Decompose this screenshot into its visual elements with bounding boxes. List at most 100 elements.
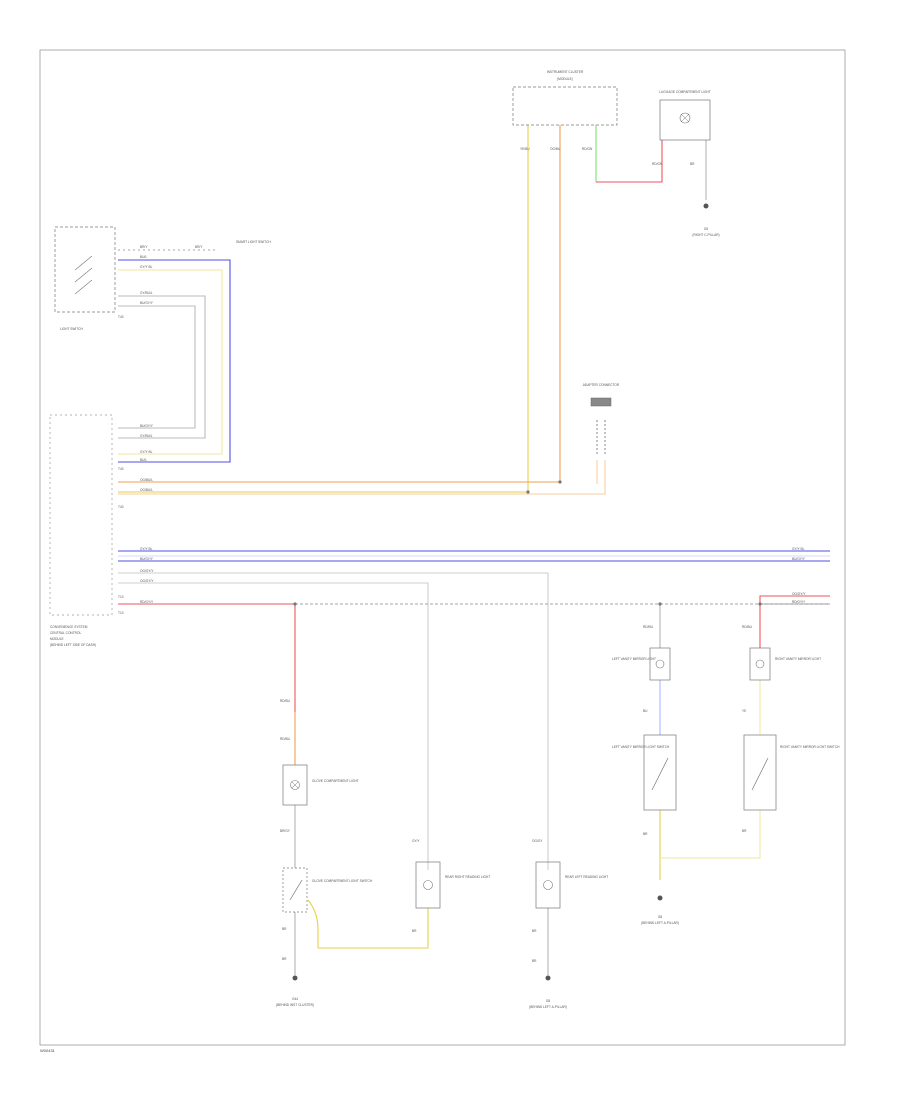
- wire-code-cg4: BU/L: [140, 458, 147, 462]
- splice-4: [658, 602, 662, 606]
- wire-light-orange-conn: [118, 460, 606, 495]
- wire-gray-rr: [118, 572, 549, 870]
- wire-code-rl3: BR: [532, 959, 537, 963]
- right-vanity-light: RD/BU RIGHT VANITY MIRROR LIGHT YE: [742, 625, 821, 713]
- wire-code-cg10: OG/GY/Y: [140, 579, 154, 583]
- right-vanity-light-label: RIGHT VANITY MIRROR LIGHT: [775, 657, 821, 661]
- rear-left-lamp: OG/GY REAR LEFT READING LIGHT BR BR: [532, 839, 608, 963]
- wire-red-luggage: [596, 140, 663, 183]
- light-switch: LIGHT SWITCH T40 BR/Y BR/Y SMART LIGHT S…: [54, 226, 271, 331]
- pin-p4: T10: [118, 595, 124, 599]
- adapter-connector-body: [590, 397, 612, 407]
- pin-p2: T40: [118, 467, 124, 471]
- wire-code-cg5: OG/BU/L: [140, 478, 153, 482]
- left-vanity-light: RD/BU LEFT VANITY MIRROR LIGHT BU: [612, 625, 671, 713]
- right-vanity-switch: RIGHT VANITY MIRROR LIGHT SWITCH BR: [742, 734, 840, 833]
- lamp-icon-glove: [290, 780, 300, 790]
- ground-g4-sub: (BEHIND LEFT A-PILLAR): [641, 921, 679, 925]
- splice-3: [293, 602, 297, 606]
- ccm-label-2: CENTRAL CONTROL: [50, 631, 81, 635]
- ground-g3-label: G8: [546, 999, 550, 1003]
- wire-code-vl3: BR: [643, 832, 648, 836]
- ccm-label-4: (BEHIND LEFT SIDE OF DASH): [50, 643, 96, 647]
- adapter-connector: ADAPTER CONNECTOR: [583, 383, 620, 456]
- ground-g1-label: G5: [704, 227, 708, 231]
- wire-code-cg3: GY/Y BL: [140, 450, 153, 454]
- ccm-label-3: MODULE: [50, 637, 64, 641]
- wire-yellow-ls: [118, 269, 223, 455]
- ground-icon: [703, 203, 709, 209]
- instrument-cluster: INSTRUMENT CLUSTER (MODULE) YE/BU OG/BU …: [512, 70, 618, 151]
- wire-code-cg9: OG/GY/Y: [140, 569, 154, 573]
- wire-code-gl1: RD/BU: [280, 699, 291, 703]
- ground-g1: G5 (RIGHT C-PILLAR): [692, 203, 720, 237]
- wire-code-cg1: BU/GY/Y: [140, 424, 154, 428]
- wire-vanity-right-low: [660, 810, 761, 859]
- rear-right-lamp: GY/Y REAR RIGHT READING LIGHT BR: [412, 839, 490, 933]
- ground-g4-label: G8: [658, 915, 662, 919]
- glove-light-box: [282, 764, 308, 806]
- luggage-light-label: LUGGAGE COMPARTMENT LIGHT: [659, 90, 711, 94]
- wire-code-rl1: OG/GY: [532, 839, 543, 843]
- ground-g4: G8 (BEHIND LEFT A-PILLAR): [641, 895, 679, 925]
- wire-code-m2: OG/BU: [550, 147, 561, 151]
- rear-left-lamp-label: REAR LEFT READING LIGHT: [565, 875, 608, 879]
- wire-code-lug2: BR: [690, 162, 695, 166]
- wire-dest-ls1: SMART LIGHT SWITCH: [236, 240, 271, 244]
- wire-code-vr3: BR: [742, 829, 747, 833]
- switch-icon-vl: [651, 757, 669, 791]
- splice-2: [558, 480, 562, 484]
- left-vanity-switch: LEFT VANITY MIRROR LIGHT SWITCH BR: [612, 734, 677, 836]
- wires: [118, 125, 830, 975]
- wire-code-ls2: BU/L: [140, 255, 147, 259]
- wire-code-m3: RD/GN: [582, 147, 593, 151]
- glove-light-label: GLOVE COMPARTMENT LIGHT: [312, 779, 359, 783]
- splice-1: [526, 490, 530, 494]
- lamp-icon-vl: [655, 659, 665, 669]
- switch-icon-vr: [751, 757, 769, 791]
- wire-code-gl3: BR/GY: [280, 829, 291, 833]
- wire-code-cg8: BU/GY/Y: [140, 557, 154, 561]
- ground-g2: G44 (BEHIND INST CLUSTER): [276, 975, 314, 1007]
- lamp-icon-rr: [423, 880, 433, 890]
- wire-code-r4: RD/GY/Y: [792, 600, 806, 604]
- lamp-icon-vr: [755, 659, 765, 669]
- wire-code-cg11: RD/GY/Y: [140, 600, 154, 604]
- wire-code-cg7: GY/Y BL: [140, 547, 153, 551]
- wire-code-vr1: RD/BU: [742, 625, 753, 629]
- wire-yellow-module: [118, 125, 529, 493]
- light-switch-label: LIGHT SWITCH: [60, 327, 83, 331]
- wire-yellow-glove: [307, 899, 429, 949]
- wire-code-vl2: BU: [643, 709, 648, 713]
- wire-blue-ls: [118, 259, 231, 463]
- ground-icon-g3: [545, 975, 551, 981]
- lamp-icon-rl: [543, 880, 553, 890]
- wire-code-ls1: BR/Y: [140, 245, 148, 249]
- wire-code-r3: OG/GY/Y: [792, 592, 806, 596]
- ground-g3: G8 (BEHIND LEFT A-PILLAR): [529, 975, 567, 1009]
- right-vanity-switch-box: [743, 734, 777, 811]
- wire-code-vl1: RD/BU: [643, 625, 654, 629]
- switch-icon: [74, 255, 93, 295]
- wire-code-vr2: YE: [742, 709, 746, 713]
- lamp-filament-icon-glove: [291, 781, 299, 789]
- pin-p5: T10: [118, 611, 124, 615]
- left-vanity-switch-box: [643, 734, 677, 811]
- wire-code-m1: YE/BU: [520, 147, 530, 151]
- instrument-cluster-box: [512, 86, 618, 126]
- wire-code-gl5: BR: [282, 957, 287, 961]
- rear-left-lamp-box: [535, 861, 561, 909]
- wire-code-rl2: BR: [532, 929, 537, 933]
- glove-switch: GLOVE COMPARTMENT LIGHT SWITCH BR BR: [282, 867, 373, 961]
- instrument-cluster-sub: (MODULE): [557, 77, 573, 81]
- wire-red-right: [759, 595, 830, 604]
- footer-code: W00431: [40, 1048, 56, 1053]
- splices: [293, 480, 762, 606]
- lamp-icon: [679, 112, 691, 124]
- glove-switch-label: GLOVE COMPARTMENT LIGHT SWITCH: [312, 879, 373, 883]
- instrument-cluster-label: INSTRUMENT CLUSTER: [547, 70, 584, 74]
- splice-5: [758, 602, 762, 606]
- glove-light: RD/BU RD/BU GLOVE COMPARTMENT LIGHT BR/G…: [280, 699, 359, 833]
- ground-g3-sub: (BEHIND LEFT A-PILLAR): [529, 1005, 567, 1009]
